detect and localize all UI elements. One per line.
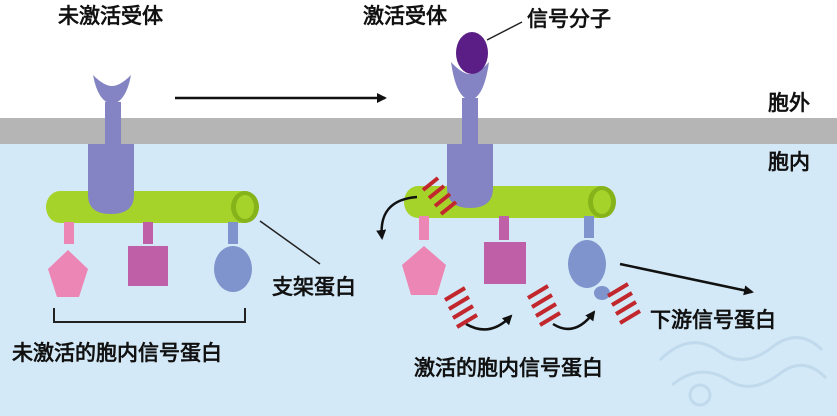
inactive-oval-protein [214, 222, 252, 292]
inactive-receptor-label: 未激活受体 [58, 4, 163, 28]
scaffold-leader-line [259, 220, 321, 265]
inactive-hexagon-protein [48, 222, 88, 297]
square-activation-marks [526, 284, 562, 327]
active-oval-protein [568, 216, 610, 300]
inactive-square-protein [128, 222, 168, 286]
oval-activation-marks [606, 282, 642, 325]
watermark-decoration [658, 336, 828, 407]
inactive-receptor [88, 75, 134, 214]
active-signal-proteins-label: 激活的胞内信号蛋白 [414, 356, 603, 380]
receptor-activation-marks [421, 176, 458, 216]
extracellular-label: 胞外 [768, 91, 810, 115]
active-receptor-label: 激活受体 [363, 4, 447, 28]
signal-molecule [456, 32, 488, 74]
active-square-protein [484, 216, 526, 284]
hexagon-activation-marks [443, 286, 479, 329]
inactive-signal-proteins-label: 未激活的胞内信号蛋白 [12, 341, 222, 365]
activation-curved-arrows [376, 195, 596, 331]
downstream-protein-label: 下游信号蛋白 [650, 308, 776, 332]
inactive-proteins-bracket [53, 308, 246, 323]
signal-molecule-leader-line [486, 21, 523, 41]
active-hexagon-protein [402, 216, 446, 295]
inactive-scaffold-protein [46, 191, 259, 223]
intracellular-label: 胞内 [768, 150, 810, 174]
downstream-arrow [619, 262, 754, 296]
scaffold-protein-label: 支架蛋白 [272, 275, 356, 299]
active-scaffold-protein [404, 186, 616, 218]
signal-molecule-label: 信号分子 [527, 7, 611, 31]
cell-membrane [0, 118, 837, 144]
